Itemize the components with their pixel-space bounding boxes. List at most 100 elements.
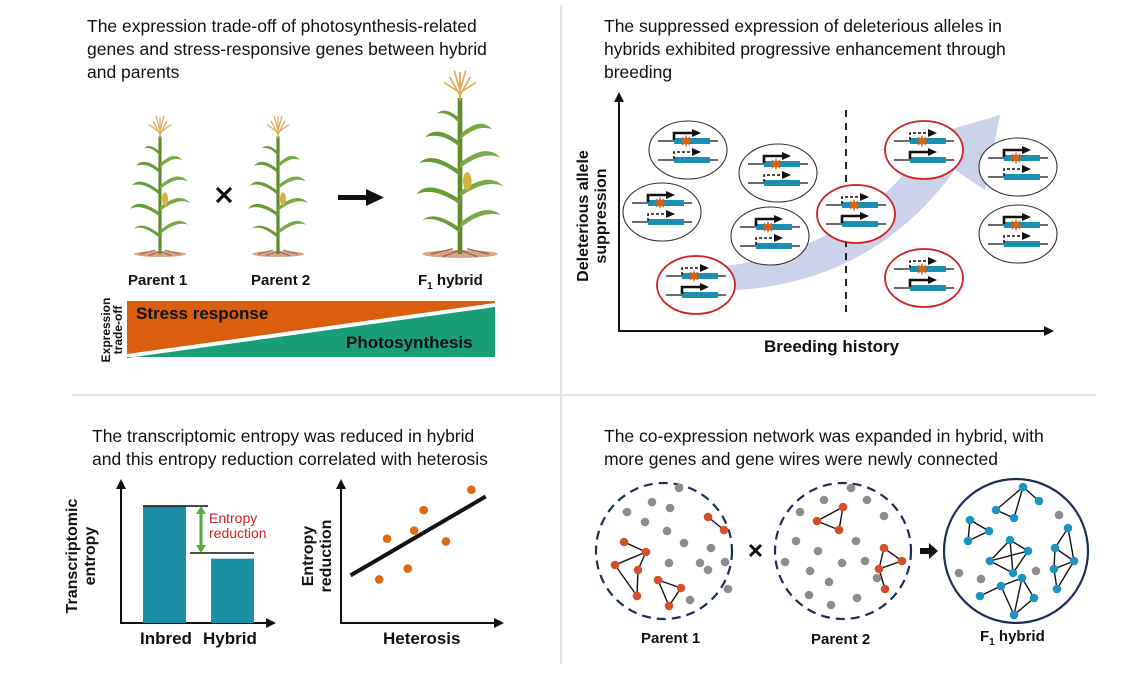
network-edge	[614, 551, 647, 566]
gene-node-unconnected	[665, 503, 675, 513]
scatter-x-label: Heterosis	[383, 629, 461, 648]
allele-expressed	[622, 182, 702, 242]
gene-node-connected	[812, 516, 822, 526]
allele-suppressed	[884, 120, 964, 180]
network-edge	[1067, 527, 1075, 562]
gene-node-connected	[838, 502, 848, 512]
mutation-icon	[761, 220, 775, 234]
gene-node-connected	[1023, 546, 1033, 556]
gene-node-unconnected	[852, 593, 862, 603]
scatter-point	[467, 485, 476, 495]
x-axis-label-breeding-history: Breeding history	[764, 337, 900, 356]
gene-node-unconnected	[662, 526, 672, 536]
scatter-x-axis	[340, 618, 504, 628]
category-label-hybrid: Hybrid	[203, 629, 257, 648]
gene-node-unconnected	[664, 558, 674, 568]
label-network-f1-hybrid: F1 hybrid	[980, 628, 1045, 648]
gene-node-connected	[632, 591, 642, 601]
mutation-icon	[1009, 218, 1023, 232]
gene-node-unconnected	[795, 507, 805, 517]
allele-suppressed	[656, 255, 736, 315]
parent-1-network-circle	[594, 481, 734, 621]
gene-node-connected	[1017, 573, 1027, 583]
entropy-reduction-annotation: Entropy reduction	[209, 510, 267, 541]
mutation-icon	[1009, 151, 1023, 165]
scatter-point	[419, 505, 428, 515]
entropy-reduction-arrow	[196, 506, 206, 553]
gene-node-unconnected	[976, 574, 986, 584]
mutation-icon	[687, 269, 701, 283]
gene-node-connected	[1009, 513, 1019, 523]
network-edge	[1056, 560, 1075, 590]
y-axis	[614, 92, 624, 331]
gene-node-connected	[991, 505, 1001, 515]
gene-node-unconnected	[622, 507, 632, 517]
gene-node-unconnected	[824, 577, 834, 587]
gene-node-unconnected	[703, 565, 713, 575]
gene-node-connected	[996, 581, 1006, 591]
label-network-parent-2: Parent 2	[811, 631, 871, 648]
gene-node-connected	[984, 526, 994, 536]
gene-node-connected	[1052, 584, 1062, 594]
gene-node-unconnected	[685, 595, 695, 605]
gene-node-unconnected	[1031, 566, 1041, 576]
panel-title-entropy: The transcriptomic entropy was reduced i…	[92, 426, 488, 469]
gene-node-unconnected	[837, 558, 847, 568]
gene-node-connected	[619, 537, 629, 547]
mutation-icon	[915, 262, 929, 276]
label-stress-response: Stress response	[136, 304, 269, 323]
gene-node-unconnected	[695, 558, 705, 568]
gene-node-connected	[897, 556, 907, 566]
hybrid-network-circle	[942, 477, 1090, 625]
network-edge	[1009, 539, 1014, 574]
gene-node-connected	[676, 583, 686, 593]
gene-node-connected	[1008, 568, 1018, 578]
vertical-divider	[560, 5, 562, 664]
network-edge	[1000, 585, 1015, 616]
gene-node-connected	[1029, 593, 1039, 603]
bar-chart-y-axis	[116, 479, 126, 623]
gene-node-unconnected	[813, 546, 823, 556]
gene-node-connected	[610, 560, 620, 570]
allele-expressed	[738, 143, 818, 203]
network-edge	[1013, 597, 1035, 616]
gene-node-unconnected	[826, 600, 836, 610]
gene-node-unconnected	[1054, 510, 1064, 520]
allele-expressed	[648, 120, 728, 180]
network-edge	[657, 579, 670, 607]
network-edge	[636, 569, 639, 597]
gene-node-unconnected	[679, 538, 689, 548]
panel-title-tradeoff: The expression trade-off of photosynthes…	[87, 16, 487, 82]
allele-suppressed	[816, 184, 896, 244]
gene-node-unconnected	[647, 497, 657, 507]
category-label-inbred: Inbred	[140, 629, 192, 648]
network-edge	[989, 560, 1014, 574]
scatter-point	[382, 534, 392, 543]
label-network-parent-1: Parent 1	[641, 630, 701, 647]
network-edge	[995, 486, 1024, 511]
gene-node-connected	[641, 547, 651, 557]
gene-node-connected	[965, 515, 975, 525]
mutation-icon	[653, 196, 667, 210]
gene-node-connected	[703, 512, 713, 522]
gene-node-connected	[963, 536, 973, 546]
gene-node-unconnected	[720, 557, 730, 567]
gene-node-connected	[653, 575, 663, 585]
allele-suppressed	[884, 248, 964, 308]
gene-node-connected	[719, 525, 729, 535]
gene-node-unconnected	[640, 517, 650, 527]
network-edge	[989, 539, 1011, 562]
gene-node-unconnected	[819, 495, 829, 505]
gene-node-connected	[985, 556, 995, 566]
mutation-icon	[679, 134, 693, 148]
gene-node-unconnected	[846, 483, 856, 493]
scatter-point	[374, 575, 384, 584]
gene-node-connected	[1049, 564, 1059, 574]
allele-expressed	[978, 137, 1058, 197]
mutation-icon	[847, 198, 861, 212]
allele-expressed	[730, 206, 810, 266]
gene-node-connected	[834, 525, 844, 535]
label-f1-hybrid: F1 hybrid	[418, 272, 483, 292]
gene-node-unconnected	[860, 556, 870, 566]
